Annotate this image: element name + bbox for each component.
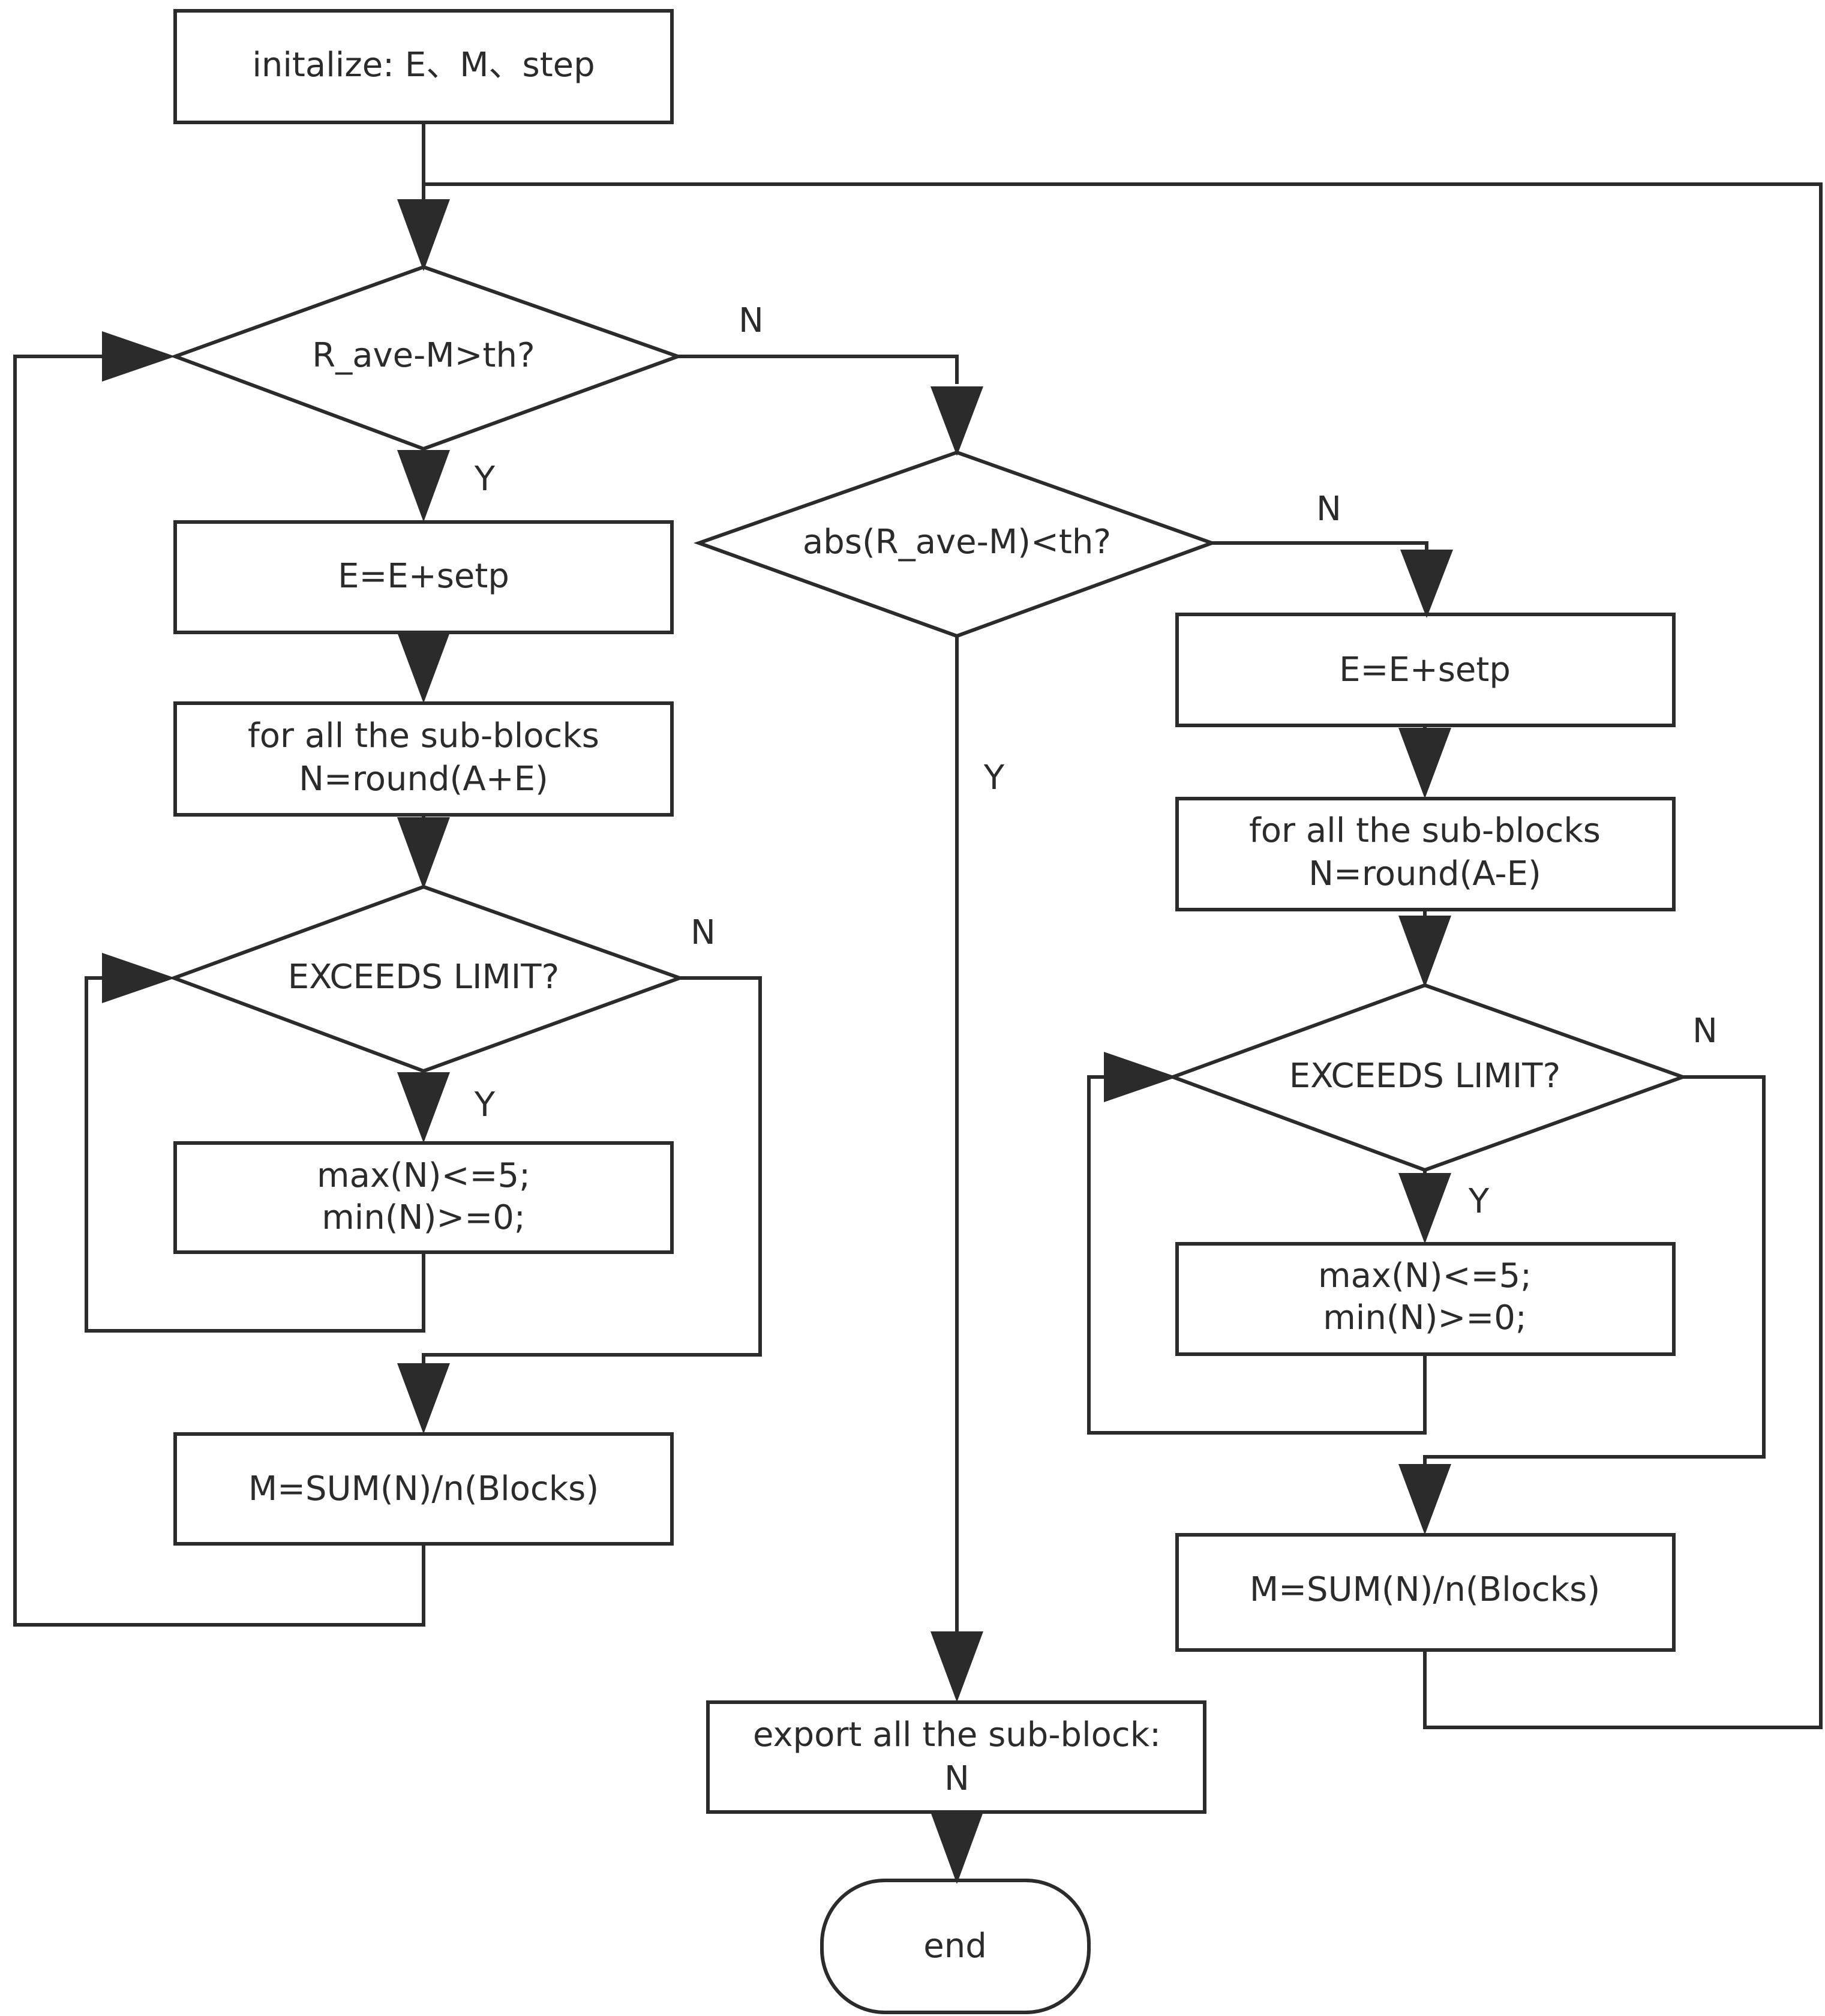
export-box	[706, 1700, 1206, 1814]
arrowhead-left-clamp-loop	[102, 953, 175, 1003]
left-clamp-label-line2: min(N)>=0;	[322, 1198, 526, 1237]
edge-left-mean-loop	[13, 355, 425, 1627]
condition-abs-diamond	[694, 450, 1217, 638]
edge-left-clamp-loop	[85, 976, 425, 1333]
arrowhead-into-left-clamp	[397, 1072, 450, 1143]
right-mean-label: M=SUM(N)/n(Blocks)	[1250, 1570, 1600, 1609]
right-exceeds-diamond	[1167, 983, 1688, 1172]
condition-gt-diamond	[170, 265, 683, 451]
export-label-line1: export all the sub-block:	[753, 1715, 1161, 1754]
edge-right-loop-back	[424, 182, 1823, 1729]
edge-labels: N Y N Y N Y N Y	[474, 301, 1718, 1221]
init-box	[173, 9, 674, 124]
right-exceeds-yes-label: Y	[1468, 1182, 1490, 1221]
left-round-label-line1: for all the sub-blocks	[248, 716, 599, 755]
arrowhead-into-right-exceeds	[1398, 916, 1451, 988]
right-round-label-line2: N=round(A-E)	[1308, 854, 1541, 893]
right-clamp-box	[1175, 1242, 1676, 1356]
cond-abs-no-label: N	[1316, 490, 1341, 529]
right-mean-box	[1175, 1533, 1676, 1652]
arrowhead-into-condition-gt	[397, 199, 450, 271]
right-clamp-label-line1: max(N)<=5;	[1318, 1256, 1532, 1295]
right-round-label-line1: for all the sub-blocks	[1249, 811, 1601, 850]
edge-cond-gt-no	[678, 355, 959, 384]
right-update-e-box	[1175, 613, 1676, 727]
left-exceeds-no-label: N	[691, 913, 716, 952]
arrowhead-into-right-update-e	[1400, 550, 1453, 618]
arrowhead-into-right-mean	[1398, 1464, 1451, 1535]
right-exceeds-label: EXCEEDS LIMIT?	[1289, 1057, 1560, 1096]
arrowhead-into-left-exceeds	[397, 817, 450, 889]
left-mean-label: M=SUM(N)/n(Blocks)	[248, 1469, 599, 1508]
init-label: initalize: E、M、step	[252, 46, 595, 85]
left-clamp-label-line1: max(N)<=5;	[317, 1156, 530, 1195]
arrowhead-into-left-mean	[397, 1363, 450, 1434]
arrowhead-right-clamp-loop	[1104, 1052, 1177, 1102]
left-update-e-label: E=E+setp	[338, 557, 509, 596]
right-round-box	[1175, 797, 1676, 911]
export-label-line2: N	[944, 1759, 969, 1798]
node-labels: initalize: E、M、step R_ave-M>th? E=E+setp…	[248, 46, 1601, 1966]
arrowhead-into-left-round	[397, 632, 450, 703]
nodes	[169, 9, 1688, 2014]
left-exceeds-yes-label: Y	[474, 1085, 496, 1124]
edge-cond-abs-no	[1212, 541, 1428, 576]
left-update-e-box	[173, 520, 674, 634]
arrowhead-into-end	[930, 1812, 983, 1884]
left-exceeds-diamond	[169, 884, 685, 1073]
cond-abs-yes-label: Y	[983, 758, 1005, 797]
arrowhead-into-right-round	[1398, 728, 1451, 799]
end-label: end	[923, 1927, 987, 1966]
cond-gt-yes-label: Y	[474, 460, 496, 499]
left-mean-box	[173, 1432, 674, 1546]
cond-gt-no-label: N	[739, 301, 764, 340]
arrowhead-into-condition-abs	[930, 386, 983, 456]
condition-gt-label: R_ave-M>th?	[312, 336, 535, 375]
left-exceeds-label: EXCEEDS LIMIT?	[288, 958, 559, 997]
right-update-e-label: E=E+setp	[1339, 650, 1511, 689]
arrowhead-into-right-clamp	[1398, 1173, 1451, 1244]
end-terminator	[820, 1879, 1091, 2014]
arrowhead-into-left-update-e	[397, 450, 450, 522]
arrowheads	[102, 199, 1453, 1884]
arrowhead-left-mean-loop	[102, 331, 175, 382]
right-exceeds-no-label: N	[1692, 1012, 1718, 1051]
condition-abs-label: abs(R_ave-M)<th?	[803, 523, 1111, 562]
arrowhead-into-export	[930, 1631, 983, 1702]
right-clamp-label-line2: min(N)>=0;	[1323, 1298, 1527, 1337]
left-round-box	[173, 701, 674, 817]
left-round-label-line2: N=round(A+E)	[299, 760, 548, 799]
